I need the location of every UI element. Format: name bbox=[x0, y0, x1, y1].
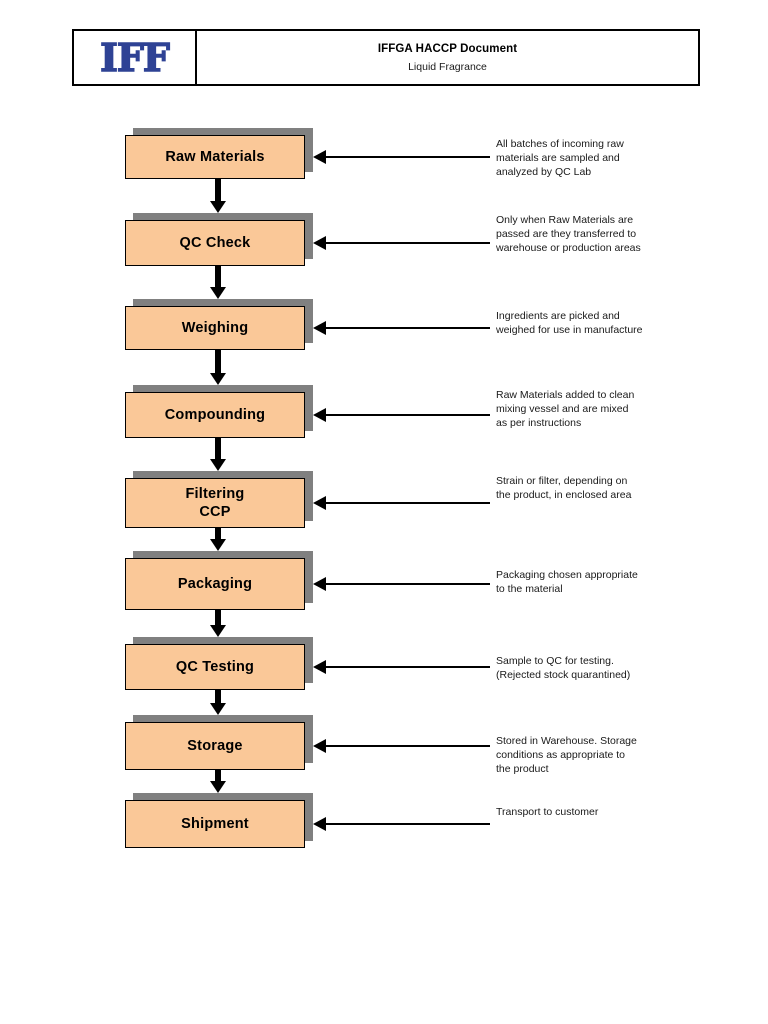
annotation-arrowhead bbox=[313, 150, 326, 164]
connector-arrowhead bbox=[210, 459, 226, 471]
flow-connector-arrow bbox=[210, 610, 226, 637]
document-title: IFFGA HACCP Document bbox=[377, 43, 518, 55]
flow-connector-arrow bbox=[210, 266, 226, 299]
step-box[interactable]: Raw Materials bbox=[125, 135, 305, 179]
step-label: Compounding bbox=[164, 406, 266, 423]
step-box[interactable]: Weighing bbox=[125, 306, 305, 350]
annotation-arrowhead bbox=[313, 408, 326, 422]
step-label: Storage bbox=[187, 737, 243, 754]
connector-stem bbox=[215, 350, 221, 374]
document-title-cell: IFFGA HACCP Document Liquid Fragrance bbox=[197, 31, 698, 84]
step-label: QC Testing bbox=[175, 658, 255, 675]
annotation-leader-line bbox=[325, 502, 490, 504]
annotation-leader-line bbox=[325, 745, 490, 747]
iff-logo: IFF bbox=[99, 34, 170, 80]
annotation-leader-line bbox=[325, 327, 490, 329]
step-label: Weighing bbox=[181, 319, 249, 336]
flow-connector-arrow bbox=[210, 528, 226, 551]
annotation-arrowhead bbox=[313, 236, 326, 250]
annotation-arrowhead bbox=[313, 660, 326, 674]
annotation-arrowhead bbox=[313, 577, 326, 591]
annotation-leader-line bbox=[325, 414, 490, 416]
connector-stem bbox=[215, 528, 221, 540]
step-annotation: Raw Materials added to clean mixing vess… bbox=[496, 389, 635, 429]
step-box[interactable]: Storage bbox=[125, 722, 305, 770]
step-box[interactable]: QC Check bbox=[125, 220, 305, 266]
step-annotation: Only when Raw Materials are passed are t… bbox=[496, 214, 641, 254]
connector-arrowhead bbox=[210, 781, 226, 793]
flow-connector-arrow bbox=[210, 350, 226, 385]
step-box[interactable]: Packaging bbox=[125, 558, 305, 610]
annotation-arrowhead bbox=[313, 496, 326, 510]
step-box[interactable]: Compounding bbox=[125, 392, 305, 438]
connector-stem bbox=[215, 770, 221, 782]
connector-stem bbox=[215, 610, 221, 626]
flow-connector-arrow bbox=[210, 438, 226, 471]
connector-arrowhead bbox=[210, 625, 226, 637]
flow-connector-arrow bbox=[210, 690, 226, 715]
step-box[interactable]: Shipment bbox=[125, 800, 305, 848]
step-label: Packaging bbox=[177, 575, 253, 592]
annotation-leader-line bbox=[325, 666, 490, 668]
annotation-arrowhead bbox=[313, 817, 326, 831]
connector-arrowhead bbox=[210, 373, 226, 385]
annotation-arrowhead bbox=[313, 739, 326, 753]
annotation-leader-line bbox=[325, 242, 490, 244]
step-annotation: Stored in Warehouse. Storage conditions … bbox=[496, 735, 637, 775]
connector-stem bbox=[215, 179, 221, 202]
connector-arrowhead bbox=[210, 703, 226, 715]
annotation-leader-line bbox=[325, 823, 490, 825]
flow-connector-arrow bbox=[210, 179, 226, 213]
logo-cell: IFF bbox=[74, 31, 197, 84]
step-label: QC Check bbox=[179, 234, 251, 251]
step-sublabel: CCP bbox=[199, 504, 231, 520]
step-annotation: Packaging chosen appropriate to the mate… bbox=[496, 569, 638, 595]
step-annotation: Transport to customer bbox=[496, 806, 599, 818]
document-header: IFF IFFGA HACCP Document Liquid Fragranc… bbox=[72, 29, 700, 86]
step-label: Raw Materials bbox=[165, 148, 265, 165]
connector-arrowhead bbox=[210, 539, 226, 551]
step-annotation: Ingredients are picked and weighed for u… bbox=[496, 310, 643, 336]
connector-stem bbox=[215, 438, 221, 460]
annotation-leader-line bbox=[325, 156, 490, 158]
step-box[interactable]: QC Testing bbox=[125, 644, 305, 690]
step-label: Shipment bbox=[181, 815, 249, 832]
connector-stem bbox=[215, 266, 221, 288]
connector-arrowhead bbox=[210, 287, 226, 299]
step-annotation: All batches of incoming raw materials ar… bbox=[496, 138, 624, 178]
connector-arrowhead bbox=[210, 201, 226, 213]
flow-connector-arrow bbox=[210, 770, 226, 793]
step-label: Filtering bbox=[185, 485, 245, 502]
annotation-arrowhead bbox=[313, 321, 326, 335]
annotation-leader-line bbox=[325, 583, 490, 585]
step-annotation: Strain or filter, depending on the produ… bbox=[496, 475, 632, 501]
document-subtitle: Liquid Fragrance bbox=[408, 61, 487, 74]
step-annotation: Sample to QC for testing. (Rejected stoc… bbox=[496, 655, 631, 681]
connector-stem bbox=[215, 690, 221, 704]
